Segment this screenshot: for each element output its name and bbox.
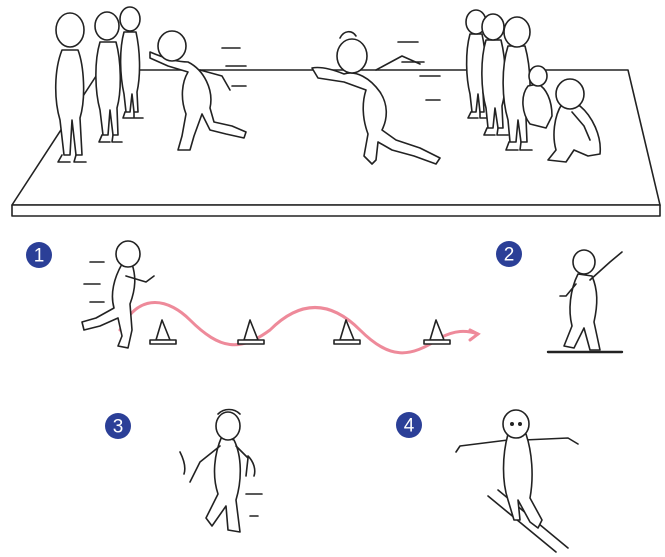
throwing-figure <box>559 249 623 351</box>
traffic-cone <box>237 319 265 345</box>
traffic-cone <box>333 319 361 345</box>
traffic-cone <box>149 319 177 345</box>
standing-figure <box>119 6 144 119</box>
step-badge-4: 4 <box>396 412 422 438</box>
step-1-slalom <box>81 240 481 355</box>
relay-runner-left <box>149 30 247 151</box>
right-team <box>465 9 602 163</box>
standing-figure <box>481 13 509 136</box>
left-team <box>54 6 144 163</box>
step-badge-1: 1 <box>26 242 52 268</box>
step-4-balance-walk <box>455 409 579 553</box>
step-badge-1-number: 1 <box>34 246 45 267</box>
sitting-figure <box>547 78 602 163</box>
standing-figure <box>502 16 533 151</box>
jumping-figure <box>179 408 263 533</box>
slalom-path-line <box>118 301 480 355</box>
step-badge-3-number: 3 <box>113 417 124 438</box>
standing-figure <box>54 12 87 163</box>
standing-figure <box>94 11 123 143</box>
step-3-twist-jump <box>179 408 263 533</box>
standing-figure <box>465 9 490 119</box>
step-badge-3: 3 <box>105 413 131 439</box>
step-badge-2: 2 <box>496 241 522 267</box>
balancing-figure <box>455 409 579 529</box>
traffic-cone <box>423 319 451 345</box>
crouching-figure <box>522 65 553 129</box>
step-2-throw <box>546 249 624 354</box>
relay-runner-right <box>311 30 441 165</box>
step-badge-2-number: 2 <box>504 245 515 266</box>
step-badge-4-number: 4 <box>404 416 415 437</box>
slalom-runner <box>81 240 155 349</box>
